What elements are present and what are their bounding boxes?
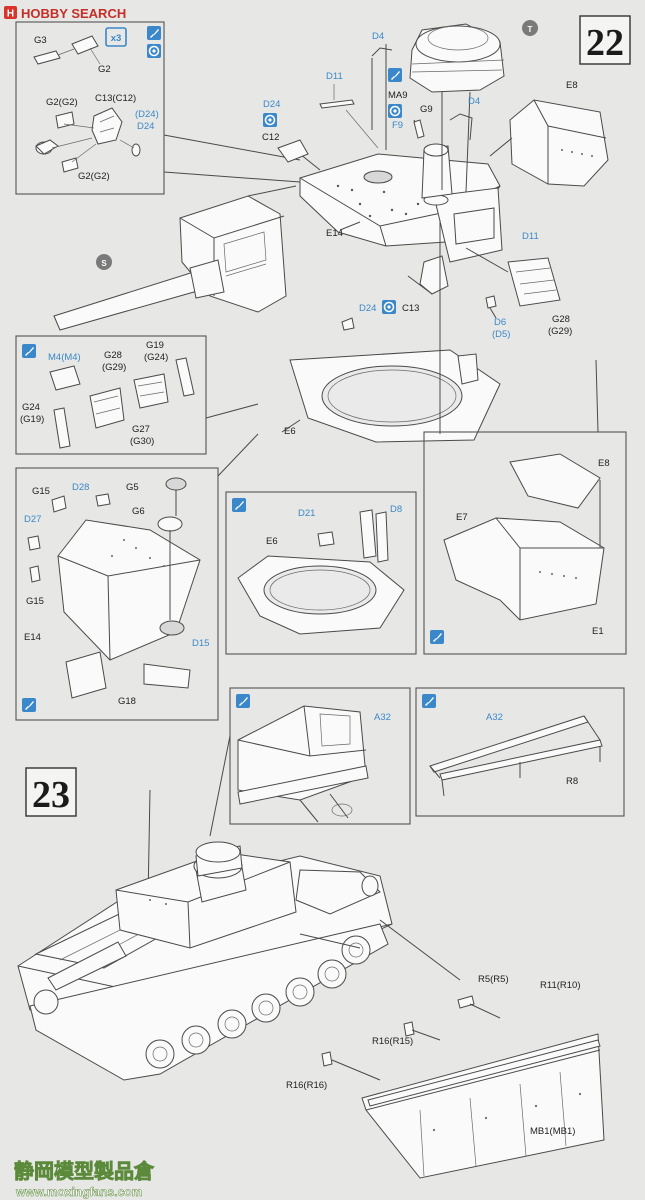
part-label-g29b: (G29)	[102, 362, 126, 373]
glue-icon	[146, 43, 162, 59]
part-label-g3: G3	[34, 35, 47, 46]
part-label-g6: G6	[132, 506, 145, 517]
part-label-g30: (G30)	[130, 436, 154, 447]
detail-box-m4-g28: M4(M4) G28 (G29) G19 (G24) G24 (G19) G27…	[15, 335, 259, 455]
part-label-g19b: (G19)	[20, 414, 44, 425]
part-label-g15a: G15	[32, 486, 50, 497]
part-label-c13c12: C13(C12)	[95, 93, 136, 104]
paint-icon	[430, 630, 444, 644]
paint-icon	[388, 68, 402, 82]
part-label-d6: D6	[494, 317, 506, 328]
logo-text: HOBBY SEARCH	[21, 6, 126, 21]
part-label-g15b: G15	[26, 596, 44, 607]
step-22-number: 22	[579, 15, 631, 65]
part-label-e8b: E8	[598, 458, 610, 469]
part-label-g5: G5	[126, 482, 139, 493]
detail-box-d21-d8: D21 D8 E6	[225, 491, 417, 655]
part-label-d11a: D11	[326, 71, 343, 82]
part-label-e8a: E8	[566, 80, 578, 91]
part-label-r5r5: R5(R5)	[478, 974, 509, 985]
part-label-d24b: D24	[263, 99, 280, 110]
detail-box-e7-e8-e1: E8 E7 E1	[423, 359, 627, 655]
part-label-d28: D28	[72, 482, 89, 493]
part-label-a32a: A32	[374, 712, 391, 723]
part-label-e6b: E6	[266, 536, 278, 547]
logo-glyph: H	[7, 9, 14, 20]
part-label-mb1mb1: MB1(MB1)	[530, 1126, 575, 1137]
part-label-d4a: D4	[372, 31, 384, 42]
part-label-d27: D27	[24, 514, 41, 525]
part-label-m4m4: M4(M4)	[48, 352, 81, 363]
part-label-g18: G18	[118, 696, 136, 707]
part-label-g2g2a: G2(G2)	[46, 97, 78, 108]
part-label-d24: D24	[137, 121, 154, 132]
optional-parts-t-icon: T	[522, 20, 538, 36]
part-label-f9: F9	[392, 120, 403, 131]
part-label-d11b: D11	[522, 231, 539, 242]
part-label-r16r16: R16(R16)	[286, 1080, 327, 1091]
part-label-g29a: (G29)	[548, 326, 572, 337]
part-label-e7: E7	[456, 512, 468, 523]
part-label-d8: D8	[390, 504, 402, 515]
part-label-e14a: E14	[326, 228, 343, 239]
part-label-g2: G2	[98, 64, 111, 75]
part-label-g2g2b: G2(G2)	[78, 171, 110, 182]
part-label-c13: C13	[402, 303, 419, 314]
part-label-t: T	[528, 25, 533, 34]
part-label-c12: C12	[262, 132, 279, 143]
optional-parts-s-icon: S	[96, 254, 112, 270]
paint-icon	[22, 344, 36, 358]
part-label-d5: (D5)	[492, 329, 510, 340]
part-label-g27: G27	[132, 424, 150, 435]
paint-icon	[22, 698, 36, 712]
part-label-g9: G9	[420, 104, 433, 115]
part-label-e1: E1	[592, 626, 604, 637]
detail-box-a32-hull: A32	[209, 687, 411, 837]
part-label-g19: G19	[146, 340, 164, 351]
part-label-r16r15: R16(R15)	[372, 1036, 413, 1047]
part-label-g24a: (G24)	[144, 352, 168, 363]
part-label-g28b: G28	[104, 350, 122, 361]
part-label-ma9: MA9	[388, 90, 408, 101]
glue-icon	[381, 299, 397, 315]
part-label-g24: G24	[22, 402, 40, 413]
part-label-d24p: (D24)	[135, 109, 159, 120]
watermark-cn: 静岡模型製品倉	[14, 1159, 155, 1183]
site-watermark: 静岡模型製品倉 www.moxingfans.com	[14, 1159, 156, 1200]
part-label-g28g29a: G28	[552, 314, 570, 325]
hull-ring-e6: E6	[281, 220, 501, 443]
part-label-r8: R8	[566, 776, 578, 787]
step-number-label: 22	[586, 22, 624, 64]
repeat-x3-icon: x3	[105, 27, 127, 47]
step-number-label: 23	[32, 774, 70, 816]
detail-box-a32-r8: A32 R8	[415, 687, 625, 817]
detail-box-g2-g3: x3 G3 G2 G2(G2) C13(C12) (D24) D24 G2(G2…	[15, 21, 301, 195]
detail-box-turret-g5-g6: G15 D28 G5 D27 G6 G15 E14 D15 G18	[15, 433, 259, 721]
part-label-d21: D21	[298, 508, 315, 519]
part-label-r11r10: R11(R10)	[540, 980, 580, 991]
paint-icon	[232, 498, 246, 512]
glue-icon	[262, 112, 278, 128]
part-label-x3: x3	[111, 33, 122, 44]
hobby-search-logo: H HOBBY SEARCH	[4, 6, 126, 21]
glue-icon	[387, 103, 403, 119]
paint-icon	[422, 694, 436, 708]
part-label-d24c: D24	[359, 303, 376, 314]
part-label-s: S	[101, 259, 107, 268]
paint-icon	[236, 694, 250, 708]
part-label-d4b: D4	[468, 96, 480, 107]
completed-tank: R5(R5) R11(R10) R16(R15) R16(R16) MB1(MB…	[17, 789, 605, 1179]
watermark-url: www.moxingfans.com	[15, 1185, 142, 1199]
upper-hull-assembly: T D4 D11 D24 C12 MA9 F9 G9 D4 E8 E14	[53, 20, 609, 340]
part-label-e6a: E6	[284, 426, 296, 437]
step-23-number: 23	[25, 767, 77, 817]
paint-icon	[147, 26, 161, 40]
part-label-e14b: E14	[24, 632, 41, 643]
part-label-a32b: A32	[486, 712, 503, 723]
part-label-d15: D15	[192, 638, 209, 649]
